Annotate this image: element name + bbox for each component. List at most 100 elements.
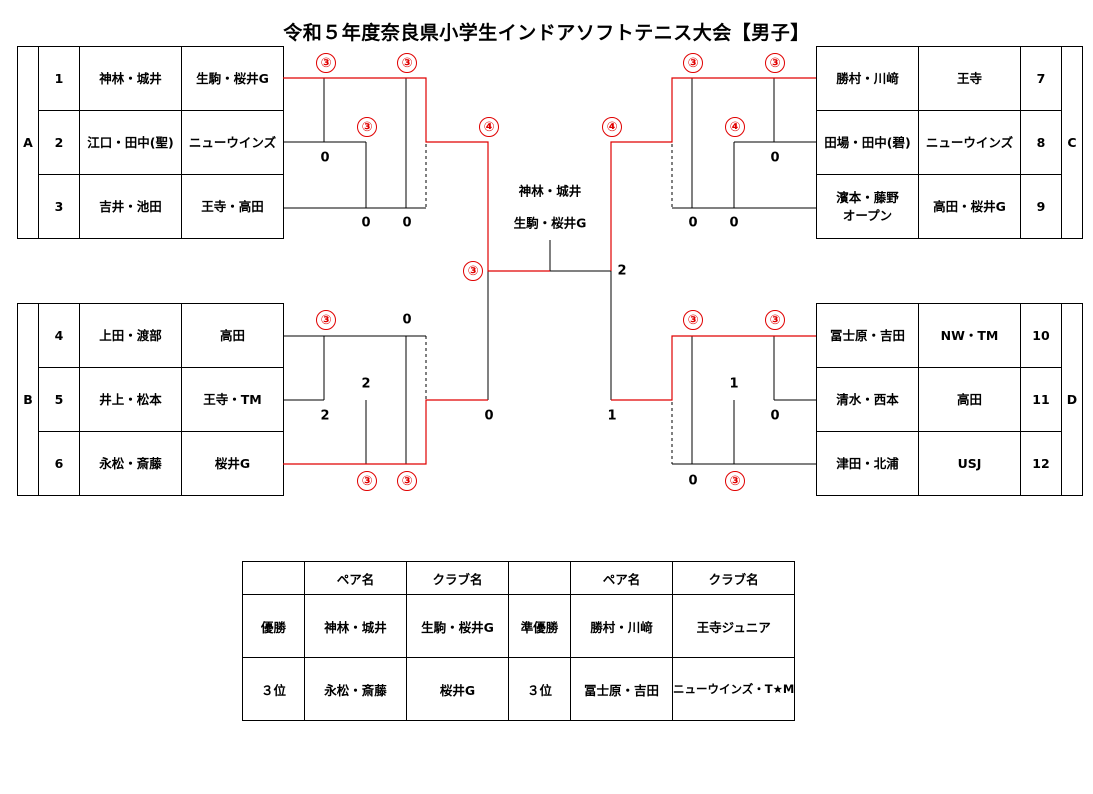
pair-cell: 勝村・川﨑 <box>570 594 673 658</box>
table-row: 勝村・川﨑 王寺 7 C <box>816 46 1083 239</box>
rank-cell: 準優勝 <box>508 594 571 658</box>
score-win-circle: ③ <box>316 310 336 330</box>
score-lose: 1 <box>729 376 739 392</box>
club-name: 王寺 <box>918 46 1021 111</box>
rank-cell: 優勝 <box>242 594 305 658</box>
champion-pair: 神林・城井 <box>518 183 582 199</box>
rank-cell: ３位 <box>242 657 305 721</box>
score-lose: 1 <box>607 408 617 424</box>
score-lose: 0 <box>402 312 412 328</box>
pair-name: 井上・松本 <box>79 367 182 432</box>
score-win-circle: ④ <box>479 117 499 137</box>
pair-name: 吉井・池田 <box>79 174 182 239</box>
score-lose: 0 <box>770 408 780 424</box>
table-row: 6 永松・斎藤 桜井G <box>18 431 284 496</box>
score-win-circle: ③ <box>765 310 785 330</box>
seed-number: 8 <box>1020 110 1062 175</box>
table-header-row: ペア名 クラブ名 ペア名 クラブ名 <box>242 561 796 595</box>
club-name: USJ <box>918 431 1021 496</box>
score-win-circle: ③ <box>357 117 377 137</box>
score-win-circle: ④ <box>725 117 745 137</box>
score-win-circle: ③ <box>765 53 785 73</box>
score-lose: 0 <box>320 150 330 166</box>
header-cell: クラブ名 <box>406 561 509 595</box>
score-lose: 0 <box>688 473 698 489</box>
pair-cell: 永松・斎藤 <box>304 657 407 721</box>
club-cell: ニューウインズ・T★M <box>671 657 796 721</box>
bracket-red-lines <box>283 77 816 465</box>
seed-number: 4 <box>38 303 80 368</box>
table-row: 2 江口・田中(聖) ニューウインズ <box>18 110 284 175</box>
header-cell: クラブ名 <box>671 561 796 595</box>
score-lose: 2 <box>361 376 371 392</box>
club-name: NW・TM <box>918 303 1021 368</box>
club-name: 桜井G <box>181 431 284 496</box>
seed-number: 12 <box>1020 431 1062 496</box>
table-row: 5 井上・松本 王寺・TM <box>18 367 284 432</box>
club-cell: 王寺ジュニア <box>671 594 796 658</box>
table-row: 津田・北浦 USJ 12 <box>816 431 1083 496</box>
block-c-table: 勝村・川﨑 王寺 7 C 田場・田中(碧) ニューウインズ 8 濱本・藤野 オー… <box>816 46 1083 239</box>
score-lose: 2 <box>320 408 330 424</box>
seed-number: 6 <box>38 431 80 496</box>
club-cell: 生駒・桜井G <box>406 594 509 658</box>
pair-name: 上田・渡部 <box>79 303 182 368</box>
score-win-circle: ③ <box>316 53 336 73</box>
page-title: 令和５年度奈良県小学生インドアソフトテニス大会【男子】 <box>283 22 810 44</box>
club-name: 王寺・TM <box>181 367 284 432</box>
pair-name: 勝村・川﨑 <box>816 46 919 111</box>
club-name: ニューウインズ <box>918 110 1021 175</box>
score-lose: 0 <box>729 215 739 231</box>
header-cell: ペア名 <box>570 561 673 595</box>
champion-club: 生駒・桜井G <box>513 215 587 231</box>
header-cell <box>508 561 571 595</box>
score-lose: 2 <box>617 263 627 279</box>
table-row: 田場・田中(碧) ニューウインズ 8 <box>816 110 1083 175</box>
pair-name: 冨士原・吉田 <box>816 303 919 368</box>
block-d-table: 冨士原・吉田 NW・TM 10 D 清水・西本 高田 11 津田・北浦 USJ … <box>816 303 1083 496</box>
club-name: 王寺・高田 <box>181 174 284 239</box>
table-row: 3 吉井・池田 王寺・高田 <box>18 174 284 239</box>
seed-number: 7 <box>1020 46 1062 111</box>
pair-name: 濱本・藤野 オープン <box>816 174 919 239</box>
bracket-black-lines <box>283 78 816 465</box>
block-label: C <box>1061 46 1083 239</box>
table-row: 濱本・藤野 オープン 高田・桜井G 9 <box>816 174 1083 239</box>
score-win-circle: ④ <box>602 117 622 137</box>
score-win-circle: ③ <box>463 261 483 281</box>
seed-number: 2 <box>38 110 80 175</box>
seed-number: 5 <box>38 367 80 432</box>
pair-cell: 神林・城井 <box>304 594 407 658</box>
seed-number: 10 <box>1020 303 1062 368</box>
club-name: 高田・桜井G <box>918 174 1021 239</box>
pair-name: 江口・田中(聖) <box>79 110 182 175</box>
score-lose: 0 <box>361 215 371 231</box>
table-row: A 1 神林・城井 生駒・桜井G <box>17 46 284 239</box>
pair-name: 津田・北浦 <box>816 431 919 496</box>
score-lose: 0 <box>688 215 698 231</box>
header-cell <box>242 561 305 595</box>
header-cell: ペア名 <box>304 561 407 595</box>
pair-cell: 冨士原・吉田 <box>570 657 673 721</box>
score-win-circle: ③ <box>397 53 417 73</box>
score-win-circle: ③ <box>397 471 417 491</box>
score-win-circle: ③ <box>725 471 745 491</box>
score-win-circle: ③ <box>683 53 703 73</box>
score-lose: 0 <box>402 215 412 231</box>
score-lose: 0 <box>770 150 780 166</box>
score-lose: 0 <box>484 408 494 424</box>
club-name: 高田 <box>918 367 1021 432</box>
pair-name: 永松・斎藤 <box>79 431 182 496</box>
block-a-table: A 1 神林・城井 生駒・桜井G 2 江口・田中(聖) ニューウインズ 3 吉井… <box>17 46 284 239</box>
block-b-table: B 4 上田・渡部 高田 5 井上・松本 王寺・TM 6 永松・斎藤 桜井G <box>17 303 284 496</box>
table-row: 冨士原・吉田 NW・TM 10 D <box>816 303 1083 496</box>
results-table: ペア名 クラブ名 ペア名 クラブ名 優勝 神林・城井 生駒・桜井G 準優勝 勝村… <box>242 561 796 721</box>
table-row: 優勝 神林・城井 生駒・桜井G 準優勝 勝村・川﨑 王寺ジュニア <box>242 594 796 658</box>
table-row: B 4 上田・渡部 高田 <box>17 303 284 496</box>
score-win-circle: ③ <box>357 471 377 491</box>
club-cell: 桜井G <box>406 657 509 721</box>
club-name: 高田 <box>181 303 284 368</box>
rank-cell: ３位 <box>508 657 571 721</box>
seed-number: 9 <box>1020 174 1062 239</box>
